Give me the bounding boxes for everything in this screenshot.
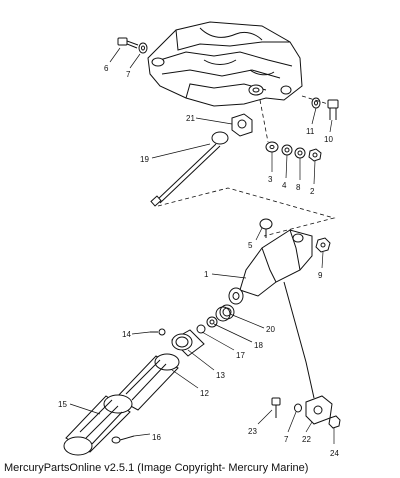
rod-19 xyxy=(150,131,229,207)
callout-7-lower: 7 xyxy=(284,435,289,444)
screw-23 xyxy=(271,397,281,418)
callout-12: 12 xyxy=(200,389,209,398)
handle-12 xyxy=(115,353,180,411)
callout-20: 20 xyxy=(266,325,275,334)
axis-line xyxy=(259,99,269,143)
copyright-notice: MercuryPartsOnline v2.5.1 (Image Copyrig… xyxy=(4,462,309,474)
pin-14 xyxy=(150,328,166,336)
washer-18-hole xyxy=(209,319,215,325)
nut-24 xyxy=(328,415,341,429)
fastener-stack xyxy=(265,141,322,162)
callout-13: 13 xyxy=(216,371,225,380)
callout-14: 14 xyxy=(122,330,131,339)
alignment-box xyxy=(157,187,336,237)
spring-20 xyxy=(215,304,235,322)
callout-7: 7 xyxy=(126,70,131,79)
callout-11: 11 xyxy=(306,127,315,136)
callout-15: 15 xyxy=(58,400,67,409)
bolt-10 xyxy=(327,99,339,120)
linkage-line xyxy=(283,281,315,399)
screw-6 xyxy=(117,37,139,49)
callout-24: 24 xyxy=(330,449,339,458)
leader-lines xyxy=(69,47,335,444)
nut-9 xyxy=(315,237,331,253)
screw-5 xyxy=(259,218,273,238)
callout-21: 21 xyxy=(186,114,195,123)
callout-numbers: 6 7 11 10 21 19 3 4 8 2 5 9 1 20 14 18 1… xyxy=(58,64,339,458)
washer-11 xyxy=(311,97,321,109)
washer-11-hole xyxy=(314,100,318,106)
washer-7b xyxy=(294,403,302,413)
callout-6: 6 xyxy=(104,64,109,73)
bushing-21 xyxy=(231,113,253,137)
callout-4: 4 xyxy=(282,181,287,190)
grip-15 xyxy=(63,394,133,456)
callout-16: 16 xyxy=(152,433,161,442)
axis-line xyxy=(301,95,329,105)
washer-7 xyxy=(138,42,148,54)
bracket-casting xyxy=(147,21,303,107)
callout-23: 23 xyxy=(248,427,257,436)
callout-8: 8 xyxy=(296,183,301,192)
screw-16 xyxy=(111,435,135,444)
callout-18: 18 xyxy=(254,341,263,350)
arm-1 xyxy=(228,229,313,305)
callout-19: 19 xyxy=(140,155,149,164)
callout-3: 3 xyxy=(268,175,273,184)
washer-18 xyxy=(206,316,218,328)
callout-2: 2 xyxy=(310,187,315,196)
clamp-22 xyxy=(305,395,333,425)
callout-1: 1 xyxy=(204,270,209,279)
washer-7-hole xyxy=(141,45,145,51)
callout-17: 17 xyxy=(236,351,245,360)
washer-17 xyxy=(196,324,206,334)
callout-22: 22 xyxy=(302,435,311,444)
callout-5: 5 xyxy=(248,241,253,250)
callout-9: 9 xyxy=(318,271,323,280)
collar-13 xyxy=(171,329,205,357)
callout-10: 10 xyxy=(324,135,333,144)
